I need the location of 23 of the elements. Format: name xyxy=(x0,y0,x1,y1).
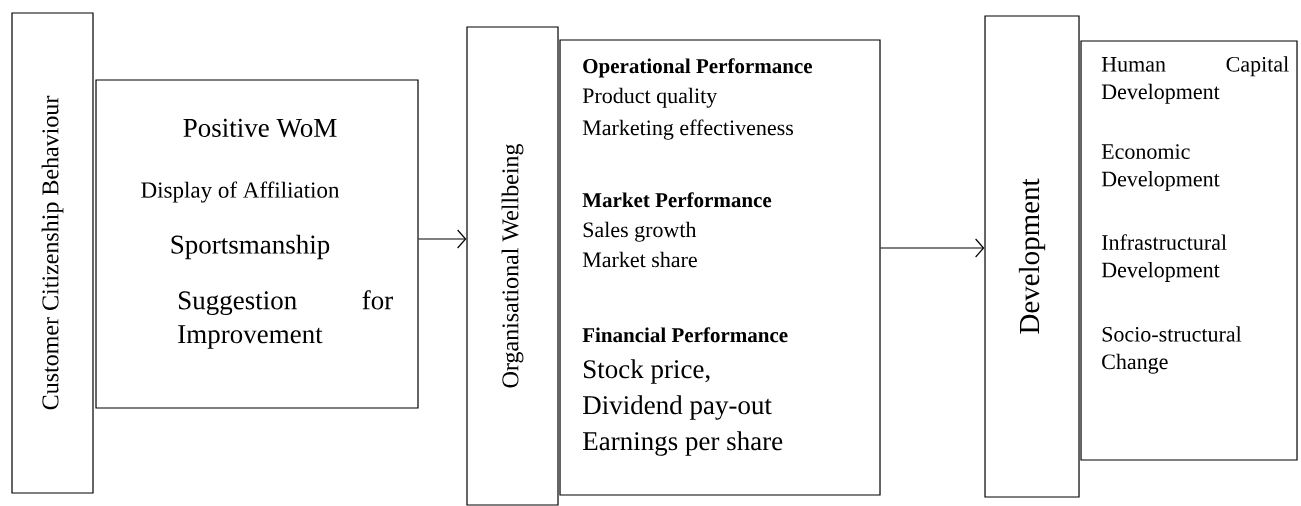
indicator-text: Economic Development xyxy=(1101,144,1220,191)
indicator-text: Marketing effectiveness xyxy=(582,119,793,140)
indicator-text: Stock price, xyxy=(584,359,710,384)
construct-box: Development xyxy=(984,15,1080,498)
heading-text: Operational Performance xyxy=(583,58,813,78)
indicator-text: Infrastructural Development xyxy=(1101,234,1227,282)
indicator-text: Display of Affiliation xyxy=(141,181,340,203)
indicator-text: Socio-structural Change xyxy=(1102,326,1242,374)
indicator-text: Human Capital Development xyxy=(1101,56,1289,104)
indicator-text: Sportsmanship xyxy=(171,234,330,260)
construct-box: Customer Citizenship Behaviour xyxy=(11,12,94,494)
arrow xyxy=(880,238,985,258)
construct-box: Organisational Wellbeing xyxy=(466,26,559,506)
indicator-text: Earnings per share xyxy=(583,431,783,456)
indicator-text: Dividend pay-out xyxy=(583,395,772,420)
indicator-text: Market share xyxy=(582,251,697,268)
indicator-text: Sales growth xyxy=(583,221,697,242)
indicator-text: Positive WoM xyxy=(183,118,337,138)
heading-text: Financial Performance xyxy=(582,327,788,343)
indicator-text: Product quality xyxy=(582,87,718,108)
arrow xyxy=(418,229,467,249)
heading-text: Market Performance xyxy=(582,192,772,208)
indicator-text: Suggestion for Improvement xyxy=(178,290,393,349)
